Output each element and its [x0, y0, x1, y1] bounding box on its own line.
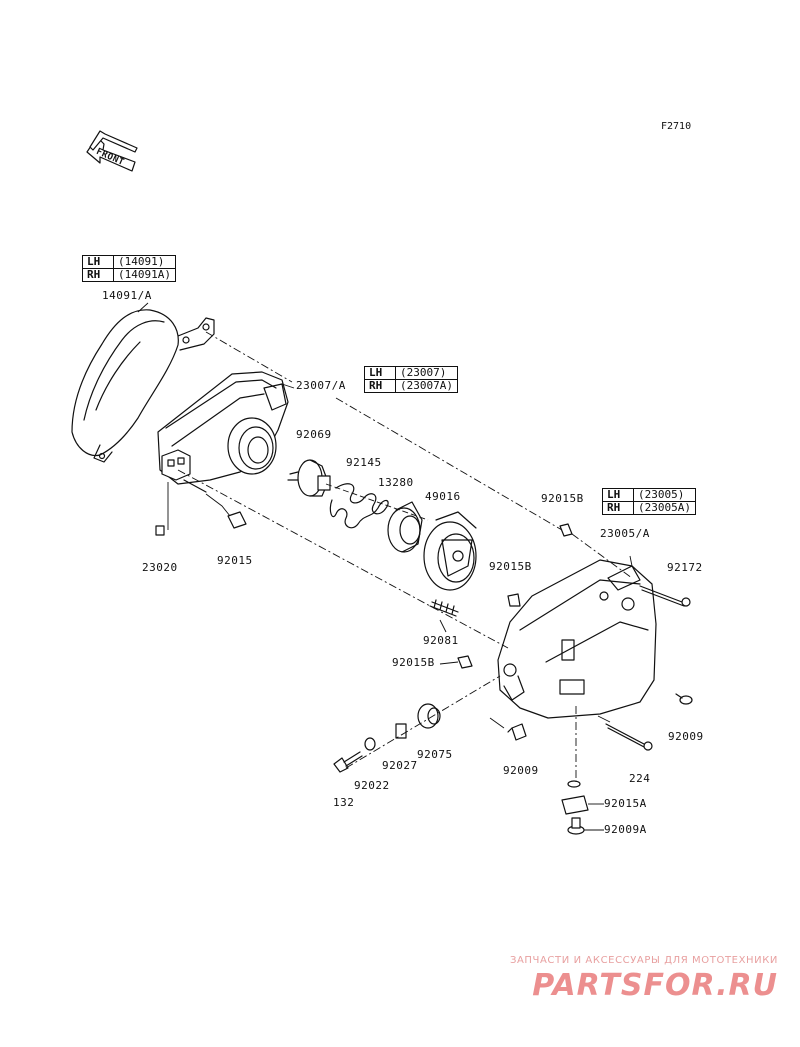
nut-92015-drawing: [227, 511, 247, 529]
centerline-upper-b: [335, 397, 563, 531]
bolt-132-drawing: [333, 751, 363, 773]
part-label-14091A: 14091/A: [102, 289, 152, 302]
part-label-23007A: 23007/A: [296, 379, 346, 392]
bracket-23005-drawing: [497, 559, 657, 719]
front-arrow-icon: [86, 130, 138, 172]
grommet-92075-drawing: [417, 703, 441, 729]
variant-value: (14091A): [113, 268, 176, 282]
part-label-92015B-a: 92015B: [541, 492, 584, 505]
part-label-92075: 92075: [417, 748, 453, 761]
part-label-92022: 92022: [354, 779, 390, 792]
bulb-92069-drawing: [287, 459, 331, 497]
spring-92081-drawing: [429, 599, 459, 617]
part-label-132: 132: [333, 796, 355, 809]
part-label-92015B-c: 92015B: [392, 656, 435, 669]
variant-row-lh: LH (23007): [364, 366, 458, 380]
leader-92081: [439, 619, 447, 633]
variant-side: LH: [602, 488, 634, 502]
watermark-brand: PARTSFOR.RU: [532, 968, 778, 1003]
part-label-92027: 92027: [382, 759, 418, 772]
variant-side: LH: [364, 366, 396, 380]
figure-reference: F2710: [661, 121, 692, 132]
leader-92015B-c: [439, 661, 459, 665]
part-label-92081: 92081: [423, 634, 459, 647]
variant-table-23005: LH (23005) RH (23005A): [602, 488, 696, 515]
part-label-92172: 92172: [667, 561, 703, 574]
part-label-92015B-b: 92015B: [489, 560, 532, 573]
part-label-92015: 92015: [217, 554, 253, 567]
leader-92015: [205, 493, 231, 517]
screw-92172-drawing: [639, 585, 691, 607]
part-label-92015A: 92015A: [604, 797, 647, 810]
part-label-23020: 23020: [142, 561, 178, 574]
collar-92027-drawing: [395, 723, 407, 739]
variant-side: RH: [364, 379, 396, 393]
variant-value: (23007A): [395, 379, 458, 393]
variant-row-lh: LH (23005): [602, 488, 696, 502]
collar-92015B-c-drawing: [457, 655, 473, 669]
watermark-tagline: ЗАПЧАСТИ И АКСЕССУАРЫ ДЛЯ МОТОТЕХНИКИ: [509, 955, 778, 966]
variant-value: (14091): [113, 255, 176, 269]
centerline-lower: [345, 675, 501, 769]
centerline-upper-a: [205, 331, 293, 383]
socket-13280-drawing: [387, 501, 423, 553]
variant-value: (23005A): [633, 501, 696, 515]
leader-92009-a: [489, 717, 505, 729]
variant-row-lh: LH (14091): [82, 255, 176, 269]
part-label-13280: 13280: [378, 476, 414, 489]
centerline-main: [177, 469, 509, 649]
part-label-92069: 92069: [296, 428, 332, 441]
housing-23007-drawing: [157, 371, 289, 493]
variant-side: RH: [602, 501, 634, 515]
bolt-92009-b-drawing: [675, 693, 693, 705]
washer-92022-drawing: [364, 737, 376, 751]
cover-14091-drawing: [71, 309, 215, 463]
bolt-92009A-drawing: [567, 817, 585, 835]
variant-value: (23007): [395, 366, 458, 380]
variant-table-23007: LH (23007) RH (23007A): [364, 366, 458, 393]
leader-224: [597, 715, 611, 723]
centerline-bulb: [325, 483, 429, 521]
centerline-upper-c: [571, 533, 633, 579]
cap-49016-drawing: [423, 511, 477, 591]
part-label-49016: 49016: [425, 490, 461, 503]
part-label-92009A: 92009A: [604, 823, 647, 836]
variant-row-rh: RH (14091A): [82, 268, 176, 282]
variant-row-rh: RH (23005A): [602, 501, 696, 515]
part-label-224: 224: [629, 772, 651, 785]
part-label-92145: 92145: [346, 456, 382, 469]
part-label-23005A: 23005/A: [600, 527, 650, 540]
variant-value: (23005): [633, 488, 696, 502]
leader-23007A: [281, 383, 295, 389]
part-label-92009-a: 92009: [503, 764, 539, 777]
variant-row-rh: RH (23007A): [364, 379, 458, 393]
clip-23020-drawing: [155, 525, 165, 536]
collar-92015B-b-drawing: [507, 593, 521, 607]
variant-table-14091: LH (14091) RH (14091A): [82, 255, 176, 282]
spring-92145-drawing: [329, 483, 389, 529]
variant-side: RH: [82, 268, 114, 282]
screw-224-drawing: [605, 723, 653, 751]
damper-92015A-drawing: [561, 780, 589, 815]
bolt-92009-a-drawing: [507, 723, 527, 741]
leader-14091A: [137, 302, 149, 313]
leader-23005A: [629, 555, 633, 567]
variant-side: LH: [82, 255, 114, 269]
part-label-92009-b: 92009: [668, 730, 704, 743]
